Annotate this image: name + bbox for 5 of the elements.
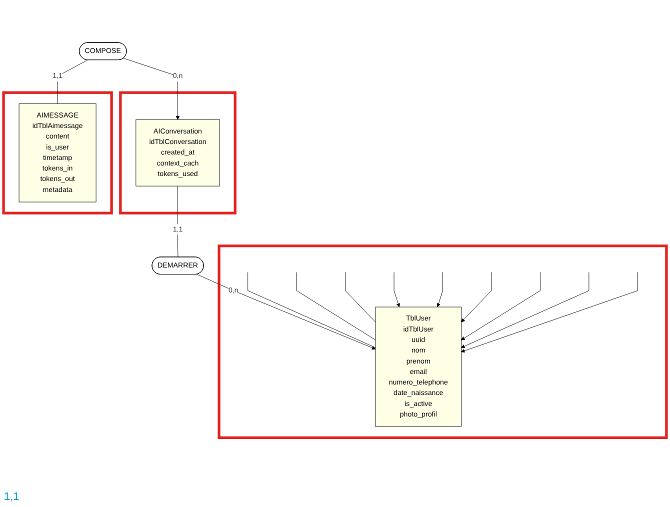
- relationship-line: [57, 60, 88, 104]
- cardinality-label: 1,1: [4, 491, 20, 503]
- relationship-line: [345, 272, 376, 322]
- relationship-line: [296, 272, 376, 340]
- relationship-line: [248, 272, 376, 348]
